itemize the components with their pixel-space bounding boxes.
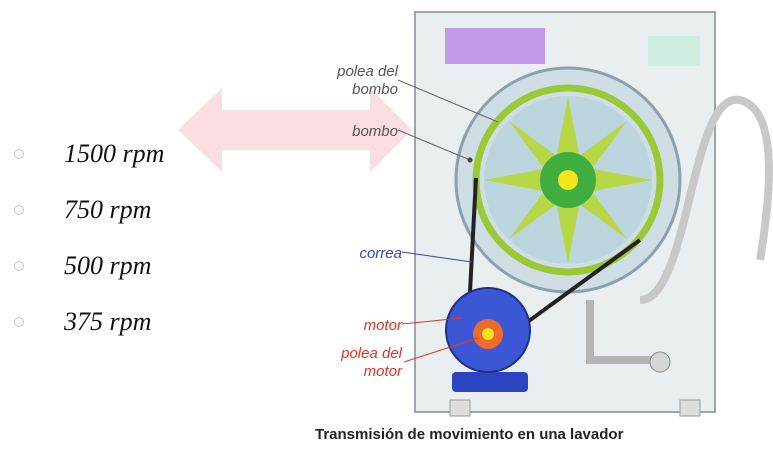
option-label: 1500 rpm	[64, 139, 165, 168]
option-label: 375 rpm	[64, 307, 152, 336]
label-belt: correa	[359, 245, 402, 262]
diagram-caption: Transmisión de movimiento en una lavador	[315, 426, 624, 443]
radio-button[interactable]	[14, 261, 24, 271]
drum-axle	[558, 170, 578, 190]
answer-options: 1500 rpm 750 rpm 500 rpm 375 rpm	[0, 0, 240, 452]
radio-button[interactable]	[14, 317, 24, 327]
pump	[649, 351, 671, 373]
leader-line	[397, 79, 499, 123]
motor-base	[452, 372, 528, 392]
radio-button[interactable]	[14, 205, 24, 215]
leader-line	[397, 129, 471, 161]
label-motor-pulley-1: polea del	[340, 345, 403, 362]
machine-foot	[679, 399, 701, 417]
hose	[639, 95, 773, 304]
label-drum-pulley-1: polea del	[336, 63, 399, 80]
option-500[interactable]: 500 rpm	[14, 251, 151, 281]
control-panel	[445, 28, 545, 64]
motor-axle	[482, 328, 494, 340]
drain-pipe	[586, 300, 660, 364]
label-drum-pulley-2: bombo	[352, 81, 398, 98]
double-arrow-icon	[178, 88, 412, 172]
option-750[interactable]: 750 rpm	[14, 195, 151, 225]
leader-line	[401, 317, 463, 325]
option-label: 500 rpm	[64, 251, 152, 280]
leader-line	[401, 251, 473, 263]
label-drum: bombo	[352, 123, 398, 140]
radio-button[interactable]	[14, 149, 24, 159]
leader-dot	[467, 157, 473, 163]
detergent-box	[648, 36, 700, 66]
label-motor: motor	[364, 317, 403, 334]
option-1500[interactable]: 1500 rpm	[14, 139, 164, 169]
machine-foot	[449, 399, 471, 417]
label-motor-pulley-2: motor	[364, 363, 403, 380]
leader-line	[403, 337, 479, 363]
option-375[interactable]: 375 rpm	[14, 307, 151, 337]
option-label: 750 rpm	[64, 195, 152, 224]
